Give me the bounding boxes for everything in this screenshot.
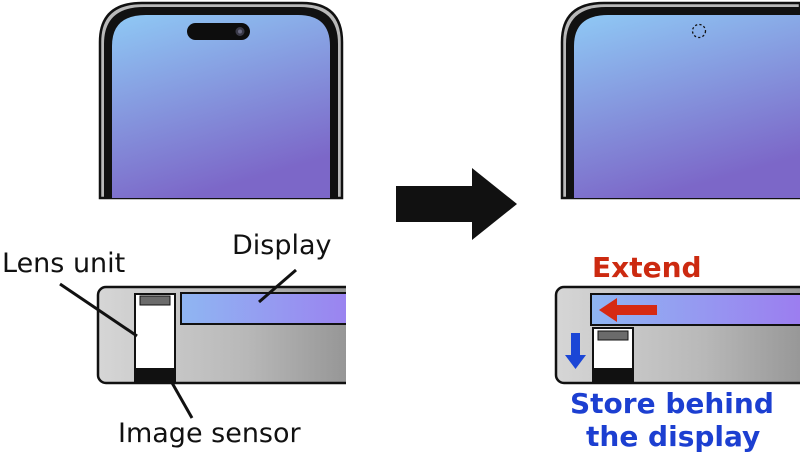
right-phone-screen [574,15,800,198]
left-phone-screen [112,15,330,198]
lens-glass [139,295,171,306]
hidden-camera-outline [691,23,707,39]
dynamic-island [187,23,250,40]
lens-unit-label: Lens unit [2,248,126,279]
extend-label: Extend [592,251,702,284]
store-label-line2: the display [586,420,761,453]
image-sensor [135,368,175,382]
image-sensor-pointer [169,380,194,419]
left-phone [98,1,344,200]
lens-glass-stored [597,330,629,341]
display-strip [180,292,346,325]
display-label: Display [232,230,332,261]
right-arrow-icon [396,168,517,240]
image-sensor-label: Image sensor [118,418,301,449]
left-arrow-icon [599,298,657,322]
right-phone [560,1,800,200]
image-sensor-stored [593,368,633,382]
down-arrow-icon [565,333,586,369]
store-label-line1: Store behind [570,387,774,420]
left-cross-section [96,285,346,385]
lens-unit-pointer [59,282,138,338]
display-pointer [258,268,297,304]
right-cross-section [554,285,800,385]
